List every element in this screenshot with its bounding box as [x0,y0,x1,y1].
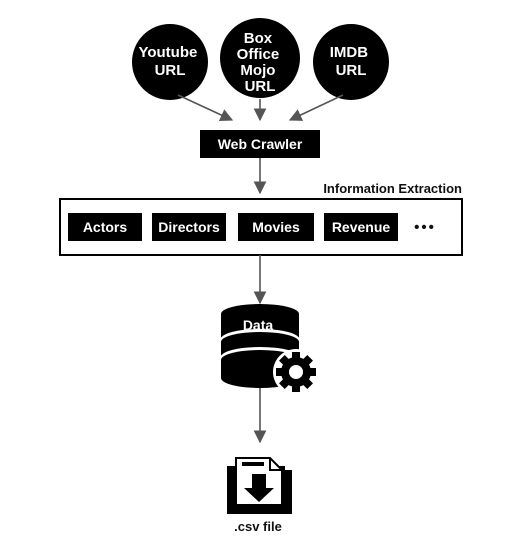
source-youtube-line-1: Youtube [138,44,197,61]
source-imdb-line-2: URL [336,62,367,79]
more-fields-ellipsis: ••• [414,219,436,236]
database-label: Data [243,317,274,333]
web-crawler-label: Web Crawler [218,136,303,152]
gear-icon [273,349,319,395]
svg-text:IMDB URL: IMDB URL [330,44,373,79]
source-bom-line-1: Box [244,30,273,47]
csv-download-file-icon [227,457,292,514]
source-imdb-url: IMDB URL [313,24,389,100]
source-youtube-url: Youtube URL [132,24,208,100]
field-directors-label: Directors [158,219,220,235]
source-youtube-line-2: URL [155,62,186,79]
svg-text:Box Office Mojo: Box Office Mojo URL [237,30,284,95]
source-bom-line-4: URL [245,78,276,95]
arrow-imdb-to-crawler [288,94,344,121]
extraction-title: Information Extraction [323,181,462,196]
source-bom-line-2: Office [237,46,280,63]
field-directors: Directors [152,213,226,241]
field-actors-label: Actors [83,219,128,235]
field-movies: Movies [238,213,314,241]
csv-file-label: .csv file [234,519,282,534]
arrow-youtube-to-crawler [177,94,234,121]
field-revenue-label: Revenue [332,219,391,235]
database-gear-icon [221,304,319,395]
svg-text:Youtube URL: Youtube URL [138,44,201,79]
source-bom-line-3: Mojo [240,62,275,79]
field-movies-label: Movies [252,219,300,235]
source-imdb-line-1: IMDB [330,44,368,61]
source-box-office-mojo-url: Box Office Mojo URL [220,18,300,98]
field-revenue: Revenue [324,213,398,241]
field-actors: Actors [68,213,142,241]
web-crawler-box: Web Crawler [200,130,320,158]
